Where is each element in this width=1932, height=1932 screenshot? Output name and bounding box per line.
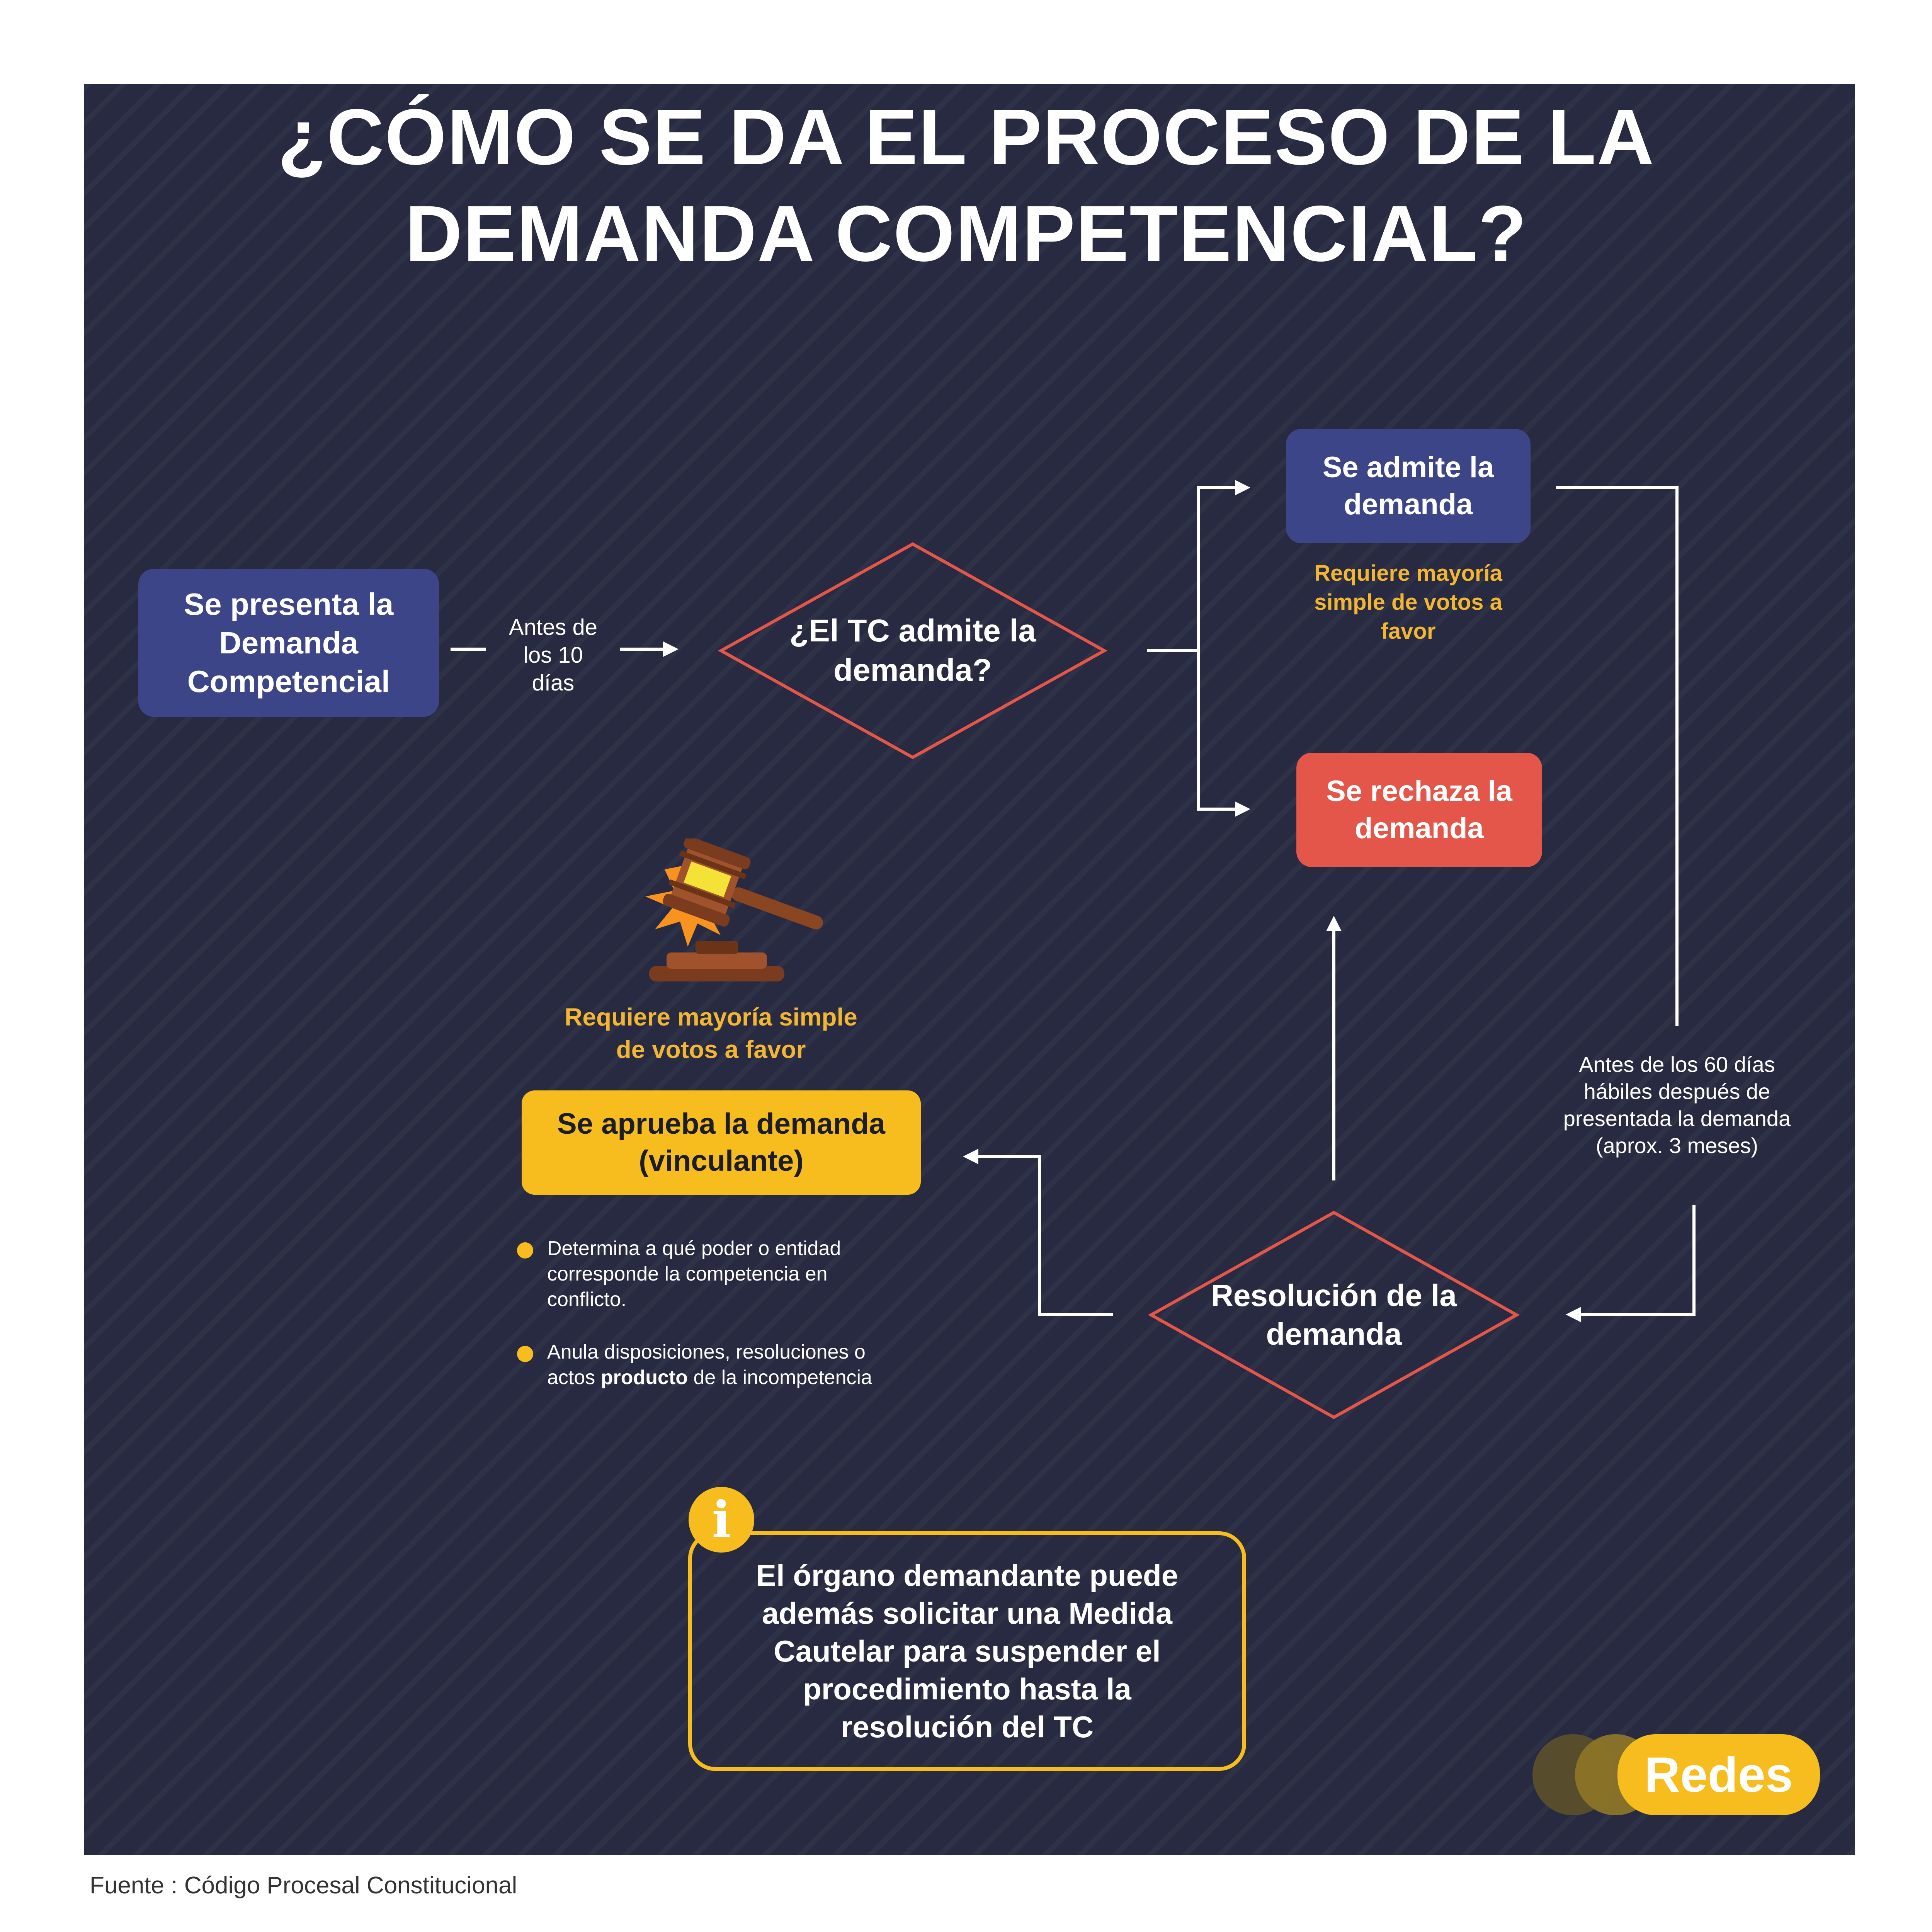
note-60-line-2: hábiles después de <box>1583 1079 1770 1104</box>
resolution-line-1: Resolución de la <box>1211 1278 1457 1313</box>
note-approve-majority: Requiere mayoría simple de votos a favor <box>510 1001 912 1066</box>
decision-line-2: demanda? <box>833 653 992 688</box>
node-approved: Se aprueba la demanda (vinculante) <box>522 1090 921 1195</box>
node-rejected-line-1: Se rechaza la <box>1326 775 1512 808</box>
resolution-line-2: demanda <box>1266 1317 1402 1351</box>
info-icon: i <box>689 1487 754 1553</box>
node-admitted-line-1: Se admite la <box>1322 451 1494 484</box>
title-line-1: ¿CÓMO SE DA EL PROCESO DE LA <box>277 93 1655 181</box>
bullet-2-line-2-pre: actos <box>547 1366 601 1389</box>
resolution-text: Resolución de la demanda <box>1183 1269 1485 1361</box>
note-60-line-3: presentada la demanda <box>1563 1106 1791 1131</box>
note-admit-majority: Requiere mayoría simple de votos a favor <box>1263 559 1554 646</box>
bullet-1-line-2: corresponde la competencia en <box>547 1263 828 1285</box>
bullet-1-line-1: Determina a qué poder o entidad <box>547 1237 841 1260</box>
info-line-3: Cautelar para suspender el <box>774 1634 1161 1668</box>
info-box: El órgano demandante puede además solici… <box>688 1531 1246 1771</box>
arrow-to-resolution <box>1566 1205 1696 1322</box>
note-before-10-days: Antes de los 10 días <box>486 614 620 697</box>
note-approve-line-1: Requiere mayoría simple <box>565 1003 857 1031</box>
source-caption: Fuente : Código Procesal Constitucional <box>90 1872 517 1899</box>
logo-text: Redes <box>1644 1747 1793 1803</box>
resolution-diamond <box>1148 1211 1520 1419</box>
node-admitted-line-2: demanda <box>1344 488 1473 521</box>
decision-line-1: ¿El TC admite la <box>789 613 1036 648</box>
note-60-line-1: Antes de los 60 días <box>1579 1052 1775 1077</box>
info-line-2: además solicitar una Medida <box>762 1596 1173 1630</box>
bullet-2-line-2-bold: producto <box>600 1366 688 1389</box>
bullet-2-line-1: Anula disposiciones, resoluciones o <box>547 1341 866 1363</box>
infographic-panel <box>84 84 1855 1855</box>
note-60-line-4: (aprox. 3 meses) <box>1595 1133 1759 1158</box>
bullet-2-line-2: actos producto de la incompetencia <box>547 1365 953 1390</box>
arrow-to-approved <box>963 1149 1113 1316</box>
info-line-4: procedimiento hasta la <box>803 1672 1131 1706</box>
title-line-2: DEMANDA COMPETENCIAL? <box>405 189 1527 278</box>
bullet-2: Anula disposiciones, resoluciones o acto… <box>547 1339 953 1390</box>
note-approve-line-2: de votos a favor <box>616 1036 806 1063</box>
note-10-line-3: días <box>532 670 575 696</box>
info-line-1: El órgano demandante puede <box>756 1558 1179 1592</box>
decision-diamond <box>718 542 1108 759</box>
note-admit-line-3: favor <box>1381 619 1436 644</box>
node-approved-line-1: Se aprueba la demanda <box>557 1107 885 1140</box>
bullet-dot-1 <box>517 1242 533 1259</box>
page-title: ¿CÓMO SE DA EL PROCESO DE LA DEMANDA COM… <box>0 89 1932 282</box>
decision-text: ¿El TC admite la demanda? <box>760 597 1066 705</box>
bullet-1: Determina a qué poder o entidad correspo… <box>547 1236 934 1312</box>
note-10-line-1: Antes de <box>509 615 597 640</box>
logo-redes: Redes <box>1617 1734 1820 1815</box>
node-approved-line-2: (vinculante) <box>639 1145 804 1177</box>
node-admitted: Se admite la demanda <box>1286 429 1531 543</box>
node-start-line-3: Competencial <box>187 664 390 699</box>
bullet-dot-2 <box>517 1346 533 1362</box>
bullet-1-line-3: conflicto. <box>547 1288 627 1311</box>
node-rejected-line-2: demanda <box>1355 812 1484 845</box>
node-start: Se presenta la Demanda Competencial <box>138 569 439 717</box>
node-start-line-2: Demanda <box>219 625 359 660</box>
node-rejected: Se rechaza la demanda <box>1296 753 1542 867</box>
connector-admitted-right <box>1556 486 1679 1026</box>
node-start-line-1: Se presenta la <box>184 587 394 621</box>
note-10-line-2: los 10 <box>523 643 583 668</box>
bullet-2-line-2-post: de la incompetencia <box>688 1366 872 1389</box>
note-before-60-days: Antes de los 60 días hábiles después de … <box>1546 1051 1808 1159</box>
note-admit-line-1: Requiere mayoría <box>1314 561 1502 586</box>
note-admit-line-2: simple de votos a <box>1314 590 1502 615</box>
gavel-icon <box>645 838 823 981</box>
info-line-5: resolución del TC <box>840 1710 1094 1744</box>
